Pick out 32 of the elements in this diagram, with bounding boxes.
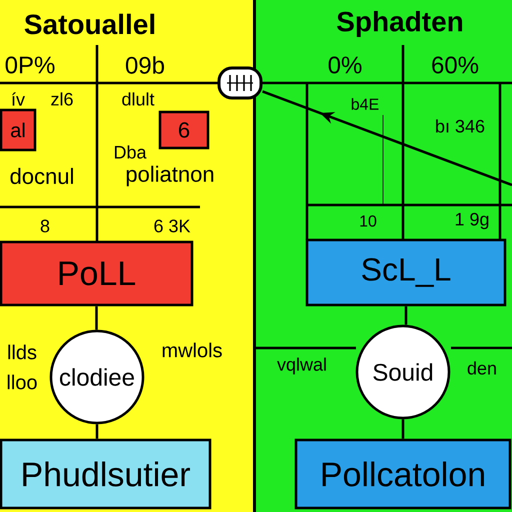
cell-text: zl6 — [51, 92, 73, 106]
cell-text: bı 346 — [436, 119, 484, 133]
process-box: Pollcatolon — [294, 438, 512, 510]
cell-text: poliatnon — [126, 166, 214, 186]
side-label: den — [468, 361, 496, 375]
process-box: ScL_L — [306, 238, 506, 306]
panel-title: Sphadten — [337, 10, 462, 38]
connector-line — [404, 306, 408, 325]
cell-text: 0P% — [6, 56, 54, 74]
circle-node: clodiee — [50, 330, 144, 424]
process-box: PoLL — [0, 240, 194, 306]
side-label: vqlwal — [277, 358, 326, 374]
cell-text: 0% — [328, 56, 362, 74]
connector-line — [96, 424, 98, 439]
panel-title: Satouallel — [24, 14, 154, 34]
side-label: llds — [8, 344, 36, 360]
cell-text: 09b — [126, 56, 164, 74]
connector-line — [262, 90, 512, 186]
small-box: 6 — [158, 110, 210, 150]
connector-pill — [218, 66, 262, 100]
small-box: al — [0, 108, 36, 152]
side-label: mwlols — [162, 342, 222, 358]
cell-text: b4E — [352, 98, 379, 110]
process-box: Phudlsutier — [0, 438, 212, 510]
circle-node: Souid — [356, 324, 450, 420]
cell-text: dlult — [122, 92, 154, 106]
side-label: lloo — [8, 374, 37, 390]
connector-line — [402, 419, 404, 439]
connector-line — [95, 306, 98, 330]
cell-text: docnul — [10, 168, 73, 184]
cell-text: 60% — [432, 56, 478, 74]
cell-text: Dba — [114, 145, 146, 159]
